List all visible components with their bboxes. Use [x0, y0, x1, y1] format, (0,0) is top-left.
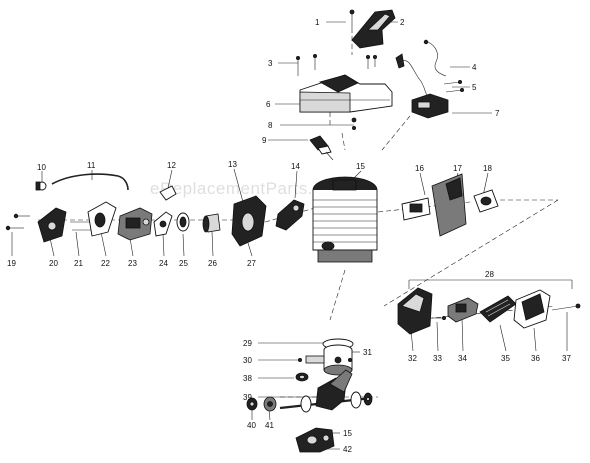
- screws-part-8: [351, 117, 357, 131]
- callout-19: 19: [7, 259, 16, 268]
- fuel-line-part-11: [51, 173, 129, 191]
- screws-part-19: [5, 213, 30, 231]
- bracket-part-14: [275, 199, 305, 231]
- fitting-part-10: [35, 181, 47, 191]
- callout-28: 28: [485, 270, 494, 279]
- seal-part-40: [246, 397, 258, 411]
- callout-32: 32: [408, 354, 417, 363]
- bearing-part-41: [263, 396, 277, 412]
- carburetor-part-23: [117, 207, 153, 241]
- callout-20: 20: [49, 259, 58, 268]
- spark-plug-part-9: [309, 135, 334, 161]
- filter-cover-part-20: [37, 207, 67, 243]
- callout-25: 25: [179, 259, 188, 268]
- callout-34: 34: [458, 354, 467, 363]
- callout-38: 38: [243, 374, 252, 383]
- callout-31: 31: [363, 348, 372, 357]
- callout-numbers: 1 2 3 4 5 6 7 8 9 10 11 12 13 14 15 16 1…: [7, 18, 571, 454]
- callout-21: 21: [74, 259, 83, 268]
- callout-14: 14: [291, 162, 300, 171]
- callout-27: 27: [247, 259, 256, 268]
- callout-39: 39: [243, 393, 252, 402]
- callout-30: 30: [243, 356, 252, 365]
- callout-2: 2: [400, 18, 405, 27]
- callout-37: 37: [562, 354, 571, 363]
- callout-6: 6: [266, 100, 271, 109]
- callout-17: 17: [453, 164, 462, 173]
- screen-part-35: [479, 295, 517, 323]
- bolt-part-37: [551, 303, 581, 311]
- callout-10: 10: [37, 163, 46, 172]
- callout-36: 36: [531, 354, 540, 363]
- callout-15-lower: 15: [343, 429, 352, 438]
- screw-part-1: [349, 9, 355, 28]
- gasket-part-18: [473, 189, 499, 213]
- callout-1: 1: [315, 18, 320, 27]
- callout-35: 35: [501, 354, 510, 363]
- callout-26: 26: [208, 259, 217, 268]
- gasket-part-12: [159, 185, 177, 201]
- ignition-wire-part-4: [395, 39, 447, 99]
- needle-bearing-part-38: [295, 372, 309, 382]
- spacer-part-25: [176, 212, 190, 232]
- callout-18: 18: [483, 164, 492, 173]
- leader-lines: [11, 21, 573, 450]
- handle-bracket-part-2: [351, 9, 396, 49]
- watermark-text: eReplacementParts.com: [150, 179, 347, 198]
- callout-33: 33: [433, 354, 442, 363]
- callout-22: 22: [101, 259, 110, 268]
- callout-11: 11: [87, 161, 96, 170]
- callout-13: 13: [228, 160, 237, 169]
- ignition-module-part-7: [411, 93, 449, 119]
- part-drawings: [5, 9, 581, 453]
- callout-42: 42: [343, 445, 352, 454]
- callout-24: 24: [159, 259, 168, 268]
- callout-8: 8: [268, 121, 273, 130]
- manifold-part-27: [231, 195, 267, 247]
- callout-9: 9: [262, 136, 267, 145]
- callout-29: 29: [243, 339, 252, 348]
- screws-part-3: [295, 54, 377, 76]
- gasket-part-22: [87, 201, 117, 237]
- callout-5: 5: [472, 83, 477, 92]
- baffle-part-34: [447, 297, 479, 323]
- intake-boot-part-26: [202, 213, 221, 233]
- cylinder-cover-part-6: [299, 74, 393, 113]
- piston-part-31: [323, 344, 353, 376]
- screws-part-21: [70, 221, 92, 231]
- crankcase-part-42: [295, 427, 335, 453]
- screw-part-33: [432, 315, 446, 320]
- callout-15: 15: [356, 162, 365, 171]
- callout-4: 4: [472, 63, 477, 72]
- gasket-part-24: [153, 211, 173, 237]
- crankshaft-part-39: [279, 369, 373, 413]
- heat-shield-part-17: [431, 173, 467, 237]
- muffler-body-part-36: [513, 289, 551, 329]
- gasket-part-16: [401, 197, 431, 221]
- callout-16: 16: [415, 164, 424, 173]
- callout-12: 12: [167, 161, 176, 170]
- callout-7: 7: [495, 109, 500, 118]
- muffler-cover-part-32: [397, 287, 433, 335]
- callout-40: 40: [247, 421, 256, 430]
- seal-right: [363, 392, 373, 406]
- callout-3: 3: [268, 59, 273, 68]
- callout-23: 23: [128, 259, 137, 268]
- wrist-pin-part-30: [297, 355, 352, 364]
- callout-41: 41: [265, 421, 274, 430]
- cylinder-part-15: [312, 176, 378, 263]
- screws-part-5: [443, 80, 464, 93]
